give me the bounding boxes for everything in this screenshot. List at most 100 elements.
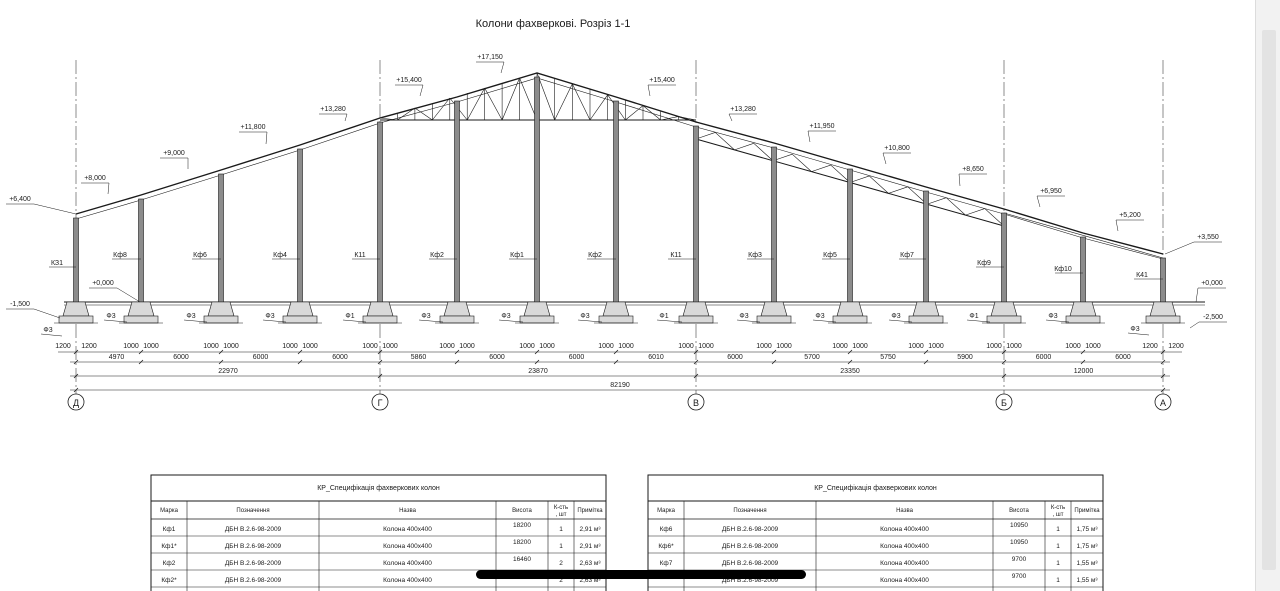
base-dim-label: 1000 — [986, 343, 1002, 350]
table-cell: 18200 — [513, 522, 531, 529]
column-group — [435, 100, 479, 324]
table-cell: ДБН В.2.6-98-2009 — [225, 526, 282, 533]
dim-tick — [693, 373, 699, 379]
dim-tick — [1080, 359, 1086, 365]
span-dim-label: 6000 — [253, 354, 269, 361]
foundation-mark-label: Ф3 — [580, 313, 589, 320]
axis-label: А — [1160, 398, 1166, 408]
table-header: Марка — [657, 508, 675, 514]
footing-slab — [123, 315, 159, 324]
dim-tick — [923, 349, 929, 355]
footing-pedestal — [366, 301, 394, 317]
truss-diagonal — [466, 87, 485, 121]
truss-diagonal — [379, 117, 398, 121]
elevation-label: +3,550 — [1197, 234, 1219, 241]
truss-diagonal — [849, 175, 870, 183]
table-cell: 2,63 м³ — [579, 560, 601, 567]
foundation-mark-label: Ф3 — [106, 313, 115, 320]
dim-tick — [847, 349, 853, 355]
elevation-leader — [116, 287, 141, 303]
column — [1160, 257, 1166, 303]
footing-pedestal — [523, 301, 551, 317]
table-cell: ДБН В.2.6-98-2009 — [225, 543, 282, 550]
column-group — [199, 173, 243, 324]
elevation-leader — [1115, 219, 1119, 232]
base-dim-label: 1000 — [143, 343, 159, 350]
foundation-mark-label: Ф3 — [421, 313, 430, 320]
truss-diagonal — [792, 153, 812, 172]
table-cell: Кф1* — [161, 543, 177, 550]
foundation-mark-label: Ф3 — [1048, 313, 1057, 320]
table-cell: ДБН В.2.6-98-2009 — [722, 526, 779, 533]
truss-diagonal — [984, 208, 1005, 227]
table-cell: Кф1 — [163, 526, 176, 533]
table-frame — [647, 474, 1104, 591]
structure-geometry — [64, 60, 1205, 395]
span-dim-label: 6000 — [489, 354, 505, 361]
vertical-scrollbar[interactable] — [1255, 0, 1280, 591]
scrollbar-thumb[interactable] — [1262, 30, 1276, 570]
column-mark-label: Кф4 — [273, 252, 287, 259]
footing-slab — [598, 315, 634, 324]
truss-diagonal — [625, 105, 644, 121]
leader-line — [736, 319, 761, 323]
footing-pedestal — [602, 301, 630, 317]
elevation-label: +13,280 — [320, 106, 346, 113]
column-mark-label: Кф7 — [900, 252, 914, 259]
elevation-label: +10,800 — [884, 145, 910, 152]
leader-line — [1127, 332, 1150, 336]
axis-bubble — [371, 393, 389, 411]
table-cell: Колона 400х400 — [880, 577, 929, 584]
base-dim-label: 1000 — [439, 343, 455, 350]
truss-diagonal — [678, 116, 697, 121]
table-header: Висота — [512, 508, 532, 514]
foundation-mark-label: Ф1 — [659, 313, 668, 320]
base-dim-label: 1000 — [1065, 343, 1081, 350]
table-cell: 2,91 м³ — [579, 543, 601, 550]
elevation-label: +11,800 — [241, 124, 266, 131]
axis-bubble — [67, 393, 85, 411]
leader-line — [183, 319, 208, 323]
table-header: Висота — [1009, 508, 1029, 514]
footing-pedestal — [62, 301, 90, 317]
table-cell: 1 — [1056, 577, 1060, 584]
column-group — [515, 76, 559, 324]
column — [771, 146, 777, 303]
dim-tick — [1160, 349, 1166, 355]
base-dim-label: 1000 — [382, 343, 398, 350]
base-dim-label: 1000 — [223, 343, 239, 350]
table-cell: Колона 400х400 — [383, 577, 432, 584]
footing-pedestal — [207, 301, 235, 317]
leader-line — [888, 319, 913, 323]
elevation-label: +8,650 — [962, 166, 984, 173]
dim-tick — [534, 349, 540, 355]
foundation-mark-label: Ф3 — [891, 313, 900, 320]
span-dim-label: 6000 — [173, 354, 189, 361]
leader-line — [262, 319, 287, 323]
table-title: КР_Специфікація фахверкових колон — [317, 484, 440, 492]
elevation-label: +0,000 — [92, 280, 114, 287]
foundation-mark-label: Ф3 — [815, 313, 824, 320]
elevation-label: +15,400 — [396, 77, 422, 84]
elevation-leader — [1164, 241, 1195, 255]
column-mark-label: КЗ1 — [51, 260, 63, 267]
elevation-leader — [419, 84, 424, 97]
foundation-mark-label: Ф3 — [739, 313, 748, 320]
footing-pedestal — [760, 301, 788, 317]
truss-diagonal — [414, 107, 433, 121]
footing-slab — [58, 315, 94, 324]
axis-label: В — [693, 398, 699, 408]
base-dim-label: 1200 — [1142, 343, 1158, 350]
footing-slab — [362, 315, 398, 324]
dim-tick — [771, 359, 777, 365]
leader-line — [656, 319, 683, 323]
table-cell: Кф7 — [660, 560, 673, 567]
dim-tick — [1001, 349, 1007, 355]
column-mark-label: К11 — [670, 252, 681, 259]
dim-tick — [297, 359, 303, 365]
table-header: Марка — [160, 508, 178, 514]
base-dim-label: 1200 — [1168, 343, 1184, 350]
table-cell: ДБН В.2.6-98-2009 — [225, 577, 282, 584]
